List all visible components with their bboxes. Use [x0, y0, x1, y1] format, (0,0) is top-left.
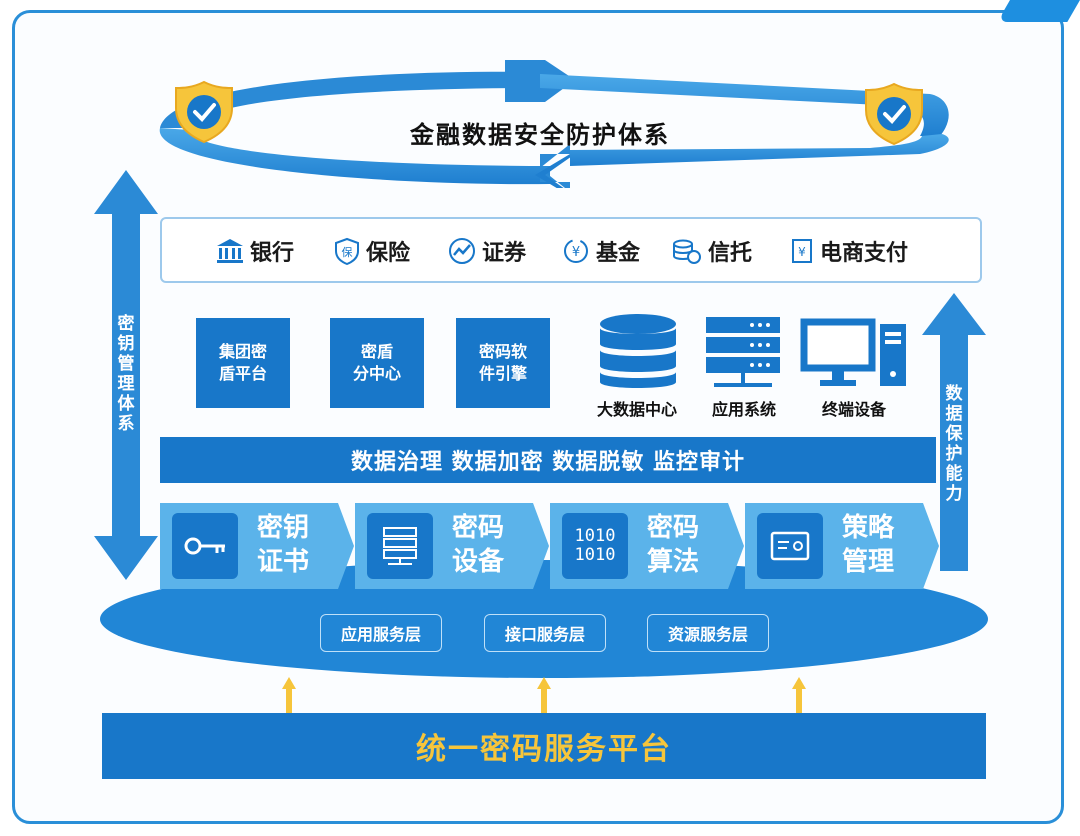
insurance-glyph: 保	[342, 245, 353, 259]
industry-label: 电商支付	[820, 241, 909, 266]
service-layer-badge: 资源服务层	[647, 614, 769, 652]
industry-item-insurance: 保 保险	[334, 236, 410, 266]
device-label: 大数据中心	[596, 400, 677, 419]
industry-item-securities: 证券	[448, 236, 526, 266]
stock-chart-icon	[449, 238, 475, 264]
database-icon	[600, 314, 676, 388]
yen-receipt-icon: ¥	[792, 239, 812, 263]
device-label: 应用系统	[711, 400, 776, 419]
data-governance-bar: 数据治理 数据加密 数据脱敏 监控审计	[160, 437, 936, 483]
up-arrow-icon	[282, 677, 296, 713]
unified-crypto-platform: 统一密码服务平台	[102, 713, 986, 779]
capability-line2: 管理	[841, 547, 894, 577]
binary-code-icon: 1010 1010	[562, 513, 628, 579]
industry-item-bank: 银行	[216, 236, 294, 266]
industry-item-ecommerce-payment: ¥ 电商支付	[790, 236, 908, 266]
device-label: 终端设备	[821, 400, 886, 419]
capability-line2: 算法	[646, 547, 699, 577]
capability-line1: 密码	[451, 513, 504, 543]
industry-label: 保险	[366, 241, 411, 266]
industry-label: 信托	[708, 241, 753, 266]
capability-card: 策略管理	[745, 503, 941, 589]
server-device-icon	[367, 513, 433, 579]
capability-line1: 密码	[646, 513, 699, 543]
capability-line1: 策略	[841, 513, 894, 543]
shield-check-icon	[175, 80, 233, 144]
industry-bar: 银行 保 保险 证券 ¥ 基金 信托 ¥	[160, 217, 982, 283]
product-line2: 分中心	[352, 364, 401, 383]
product-line1: 密盾	[360, 342, 393, 361]
shield-check-icon	[865, 82, 923, 146]
desktop-computer-icon	[800, 318, 906, 386]
security-ring	[159, 60, 949, 188]
payment-glyph: ¥	[798, 245, 806, 259]
service-layer-badge: 接口服务层	[484, 614, 606, 652]
yen-coin-icon: ¥	[564, 239, 588, 263]
right-up-arrow	[922, 293, 986, 571]
up-arrow-icon	[792, 677, 806, 713]
fund-glyph: ¥	[572, 245, 580, 260]
capability-card: 密钥证书	[160, 503, 356, 589]
diagram-title: 金融数据安全防护体系	[410, 121, 670, 149]
capability-card: 密码设备	[355, 503, 551, 589]
capability-line1: 密钥	[256, 513, 309, 543]
product-block: 集团密盾平台	[196, 318, 290, 408]
industry-item-fund: ¥ 基金	[562, 236, 640, 266]
left-double-arrow	[94, 170, 158, 580]
corner-decoration	[997, 0, 1080, 22]
key-icon	[172, 513, 238, 579]
industry-label: 基金	[596, 241, 641, 266]
product-line1: 集团密	[218, 342, 267, 361]
up-arrow-icon	[537, 677, 551, 713]
industry-item-trust: 信托	[672, 236, 752, 266]
product-block: 密盾分中心	[330, 318, 424, 408]
industry-label: 证券	[482, 241, 527, 266]
coin-stack-icon	[673, 239, 701, 264]
product-line1: 密码软	[478, 342, 527, 361]
left-axis-label: 密钥管理体系	[117, 314, 135, 434]
service-layer-badge: 应用服务层	[320, 614, 442, 652]
capability-line2: 设备	[451, 547, 504, 577]
right-axis-label: 数据保护能力	[945, 384, 963, 504]
capability-card: 1010 1010 密码算法	[550, 503, 746, 589]
binary-glyph: 1010 1010	[574, 526, 616, 565]
product-line2: 件引擎	[478, 364, 527, 383]
server-rack-icon	[706, 317, 780, 387]
product-block: 密码软件引擎	[456, 318, 550, 408]
bank-icon	[217, 239, 243, 263]
industry-label: 银行	[250, 241, 295, 266]
policy-panel-icon	[757, 513, 823, 579]
insurance-shield-icon: 保	[335, 237, 359, 265]
capability-line2: 证书	[256, 547, 309, 577]
product-line2: 盾平台	[218, 364, 267, 383]
